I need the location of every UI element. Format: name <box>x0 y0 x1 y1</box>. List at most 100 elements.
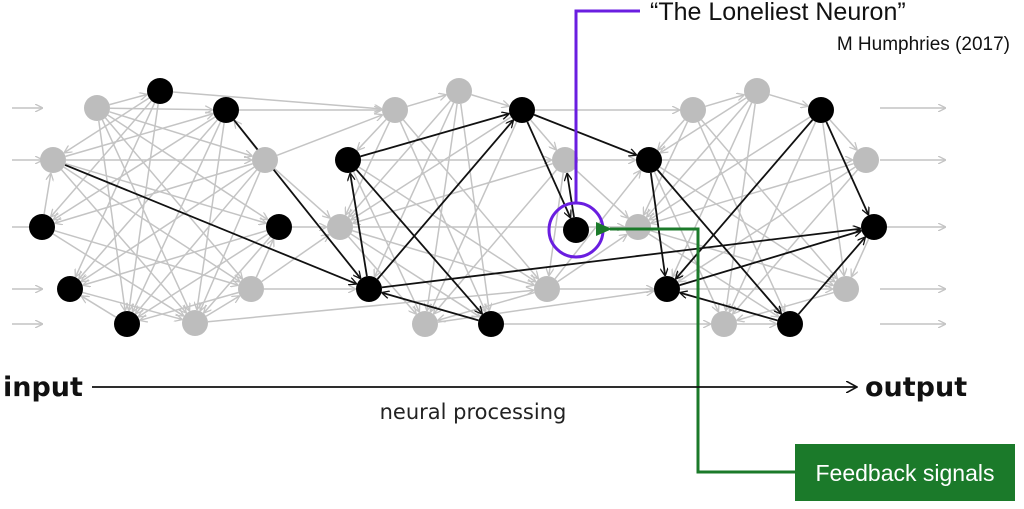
active-connection <box>360 114 508 158</box>
active-connection <box>64 164 356 284</box>
inactive-connection <box>829 119 857 150</box>
neurons <box>29 78 887 337</box>
inactive-neuron <box>680 97 706 123</box>
inactive-neuron <box>252 147 278 173</box>
inactive-connection <box>207 290 533 323</box>
inactive-connection <box>427 103 458 310</box>
inactive-connection <box>697 121 784 311</box>
inactive-connection <box>650 116 811 219</box>
inactive-connection <box>201 171 261 310</box>
inactive-connection <box>83 229 267 285</box>
active-connection <box>797 238 865 315</box>
diagram-title: “The Loneliest Neuron” <box>650 0 906 26</box>
inactive-connection <box>129 103 159 310</box>
inactive-connection <box>658 119 685 150</box>
inactive-connection <box>431 121 518 311</box>
inactive-connection <box>705 95 743 108</box>
inactive-connection <box>353 162 553 223</box>
inactive-neuron <box>84 95 110 121</box>
inactive-connection <box>352 171 420 312</box>
active-connection <box>656 169 780 314</box>
inactive-connection <box>737 291 834 321</box>
inactive-connection <box>82 166 255 281</box>
active-connection <box>233 119 360 278</box>
inactive-connection <box>375 102 455 276</box>
inactive-connection <box>109 111 251 156</box>
inactive-connection <box>549 172 564 275</box>
inactive-connections <box>43 91 870 324</box>
inactive-neuron <box>552 147 578 173</box>
inactive-connection <box>350 233 479 316</box>
inactive-neuron <box>40 147 66 173</box>
inactive-connection <box>65 162 265 223</box>
inactive-connection <box>255 240 273 278</box>
inactive-connection <box>101 119 189 310</box>
inactive-connection <box>136 169 258 313</box>
inactive-connection <box>109 95 147 106</box>
inactive-connection <box>434 169 558 313</box>
input-label: input <box>3 372 83 403</box>
inactive-connection <box>98 120 125 310</box>
output-label: output <box>865 372 967 403</box>
input-lines <box>12 108 42 324</box>
inactive-connection <box>647 100 750 217</box>
inactive-connection <box>43 174 51 215</box>
inactive-connection <box>104 117 242 278</box>
inactive-connection <box>402 119 538 278</box>
inactive-connection <box>358 166 535 281</box>
active-connection <box>825 121 868 214</box>
active-connection <box>355 169 482 314</box>
feedback-pointer-line <box>596 222 796 474</box>
active-neuron <box>636 147 662 173</box>
inactive-connection <box>352 230 533 285</box>
inactive-connection <box>54 229 237 285</box>
feedback-signals-box <box>795 444 1015 501</box>
inactive-connection <box>63 166 239 281</box>
inactive-connection <box>769 93 807 106</box>
inactive-neuron <box>327 214 353 240</box>
inactive-connection <box>659 166 834 281</box>
inactive-connection <box>197 122 225 309</box>
inactive-connection <box>205 296 239 317</box>
active-neuron <box>266 214 292 240</box>
inactive-connection <box>651 162 854 223</box>
active-connection <box>382 293 479 322</box>
active-neuron <box>57 276 83 302</box>
loneliest-neuron <box>563 217 589 243</box>
inactive-connection <box>51 100 153 217</box>
inactive-connection <box>65 114 212 158</box>
inactive-connection <box>140 291 239 321</box>
inactive-neuron <box>744 78 770 104</box>
inactive-connection <box>661 97 747 152</box>
active-neuron <box>808 97 834 123</box>
active-neuron <box>213 97 239 123</box>
active-connection <box>567 174 575 218</box>
inactive-connection <box>55 163 253 223</box>
inactive-connection <box>348 236 416 314</box>
inactive-connection <box>276 115 382 157</box>
inactive-connection <box>346 121 391 215</box>
active-connections <box>64 114 868 322</box>
active-neuron <box>478 311 504 337</box>
inactive-neuron <box>833 276 859 302</box>
inactive-connection <box>407 95 445 108</box>
inactive-connection <box>653 171 718 311</box>
inactive-neuron <box>412 311 438 337</box>
inactive-connection <box>557 235 627 283</box>
active-neuron <box>147 78 173 104</box>
inactive-connection <box>54 116 216 220</box>
active-connection <box>649 172 665 275</box>
active-connection <box>526 121 570 217</box>
active-neuron <box>335 147 361 173</box>
inactive-connection <box>437 291 653 323</box>
citation: M Humphries (2017) <box>837 34 1010 55</box>
active-connection <box>679 231 860 287</box>
active-neuron <box>356 276 382 302</box>
active-neuron <box>509 97 535 123</box>
inactive-neuron <box>382 97 408 123</box>
inactive-neuron <box>446 78 472 104</box>
inactive-connection <box>822 122 844 275</box>
inactive-connection <box>65 97 150 152</box>
axis-label: neural processing <box>380 400 567 424</box>
